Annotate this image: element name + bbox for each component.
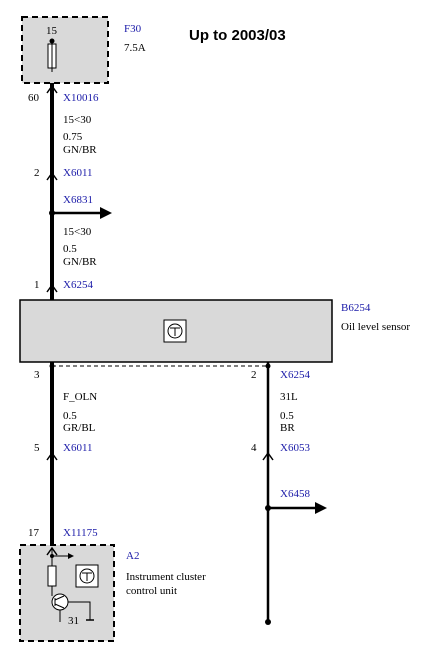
- cluster-name-line2: control unit: [126, 585, 177, 597]
- sensor-symbol-icon: [167, 323, 183, 339]
- wire1-pin: 60: [28, 92, 40, 104]
- wire2-color: GN/BR: [63, 256, 97, 268]
- left-pin: 3: [34, 369, 40, 381]
- cluster-ground-wire: [68, 601, 91, 620]
- cluster-name-line1: Instrument cluster: [126, 571, 206, 583]
- cluster-id: A2: [126, 550, 139, 562]
- x6011-top-connector: X6011: [63, 167, 93, 179]
- right-size: 0.5: [280, 410, 294, 422]
- wire1-size: 0.75: [63, 131, 83, 143]
- x11175-connector: X11175: [63, 527, 98, 539]
- sensor-id: B6254: [341, 302, 371, 314]
- arrow-x6831-icon: [100, 207, 112, 219]
- cluster-transistor-icon: [51, 593, 69, 611]
- right-wire-end-dot: [265, 619, 271, 625]
- wire1-connector: X10016: [63, 92, 99, 104]
- x6011-top-pin: 2: [34, 167, 40, 179]
- left-color: GR/BL: [63, 422, 96, 434]
- x6053-pin: 4: [251, 442, 257, 454]
- fuse-id: F30: [124, 23, 142, 35]
- x6053-connector: X6053: [280, 442, 310, 454]
- connector-x6011-bottom-marker: [46, 451, 58, 461]
- connector-x10016-marker: [46, 84, 58, 94]
- connector-x6254-top-marker: [46, 283, 58, 293]
- branch-x6831-label: X6831: [63, 194, 93, 206]
- connector-x6011-top-marker: [46, 171, 58, 181]
- wire1-signal: 15<30: [63, 114, 92, 126]
- right-pin: 2: [251, 369, 257, 381]
- left-size: 0.5: [63, 410, 77, 422]
- cluster-gauge-inner: [82, 572, 92, 581]
- x11175-pin: 17: [28, 527, 40, 539]
- cluster-resistor-symbol: [47, 565, 57, 587]
- sensor-symbol-inner: [170, 327, 180, 336]
- right-color: BR: [280, 422, 295, 434]
- cluster-ground-pin: 31: [68, 615, 79, 627]
- instrument-cluster-box: [19, 544, 115, 642]
- wire1-color: GN/BR: [63, 144, 97, 156]
- fuse-rating: 7.5A: [124, 42, 146, 54]
- arrow-x6458-icon: [315, 502, 327, 514]
- x6011-bottom-pin: 5: [34, 442, 40, 454]
- wire2-signal: 15<30: [63, 226, 92, 238]
- fuse-box: [21, 16, 109, 84]
- cluster-transistor-leads: [54, 595, 65, 609]
- left-signal: F_OLN: [63, 391, 97, 403]
- branch-x6458-label: X6458: [280, 488, 310, 500]
- wire2-size: 0.5: [63, 243, 77, 255]
- x6254-top-pin: 1: [34, 279, 40, 291]
- x6011-bottom-connector: X6011: [63, 442, 93, 454]
- right-connector: X6254: [280, 369, 310, 381]
- connector-x6053-marker: [262, 451, 274, 461]
- fuse-terminal: 15: [46, 25, 58, 37]
- cluster-gauge-icon: [79, 568, 95, 584]
- sensor-name: Oil level sensor: [341, 321, 410, 333]
- cluster-arrow-icon: [68, 553, 74, 559]
- diagram-title: Up to 2003/03: [189, 27, 286, 44]
- x6254-top-connector: X6254: [63, 279, 93, 291]
- right-signal: 31L: [280, 391, 298, 403]
